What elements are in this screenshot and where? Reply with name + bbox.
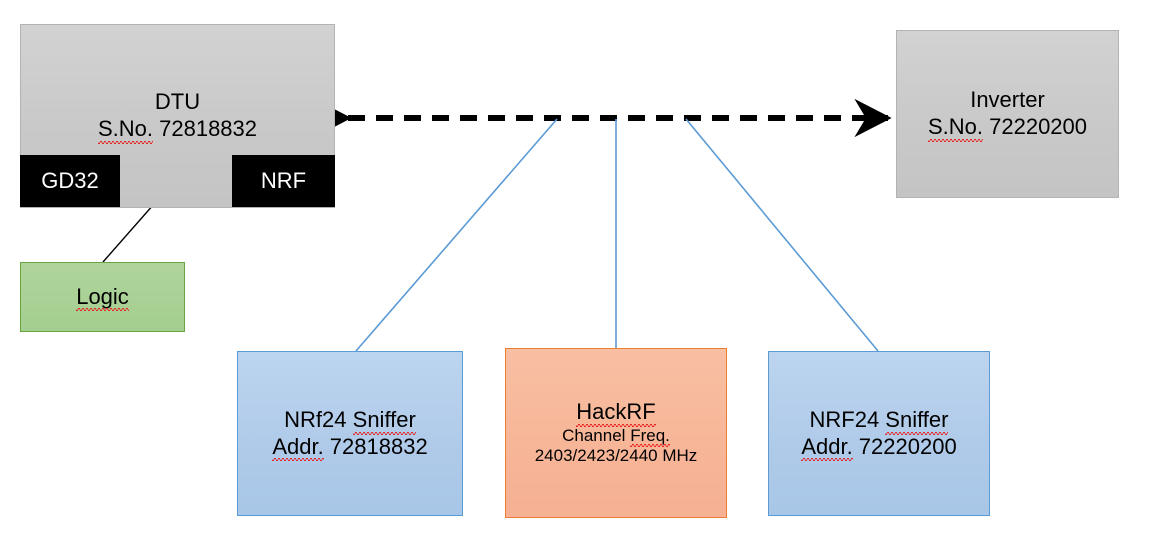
sniffer-left-title-prefix: NRf24 [284,406,353,432]
sniffer-left-title-suffix: Sniffer [352,406,417,435]
tap-left-wire [355,118,558,352]
logic-label: Logic [76,283,129,312]
inverter-serial-label: S.No. [927,114,984,142]
sniffer-left-addr-label: Addr. [272,433,325,462]
node-inverter[interactable]: Inverter S.No. 72220200 [896,30,1119,198]
sniffer-right-title: NRF24 Sniffer [809,406,949,435]
sniffer-left-addr-value: 72818832 [323,433,428,459]
node-nrf[interactable]: NRF [232,155,335,207]
sniffer-right-addr-label: Addr. [801,433,854,462]
sniffer-right-addr: Addr. 72220200 [801,433,957,462]
hackrf-channel-label: Channel Freq. [562,425,670,448]
inverter-serial-value: 72220200 [983,114,1088,139]
dtu-serial-label: S.No. [97,116,154,144]
hackrf-title: HackRF [576,398,657,427]
node-hackrf[interactable]: HackRF Channel Freq. 2403/2423/2440 MHz [505,348,727,518]
sniffer-right-title-suffix: Sniffer [885,406,949,435]
dtu-title: DTU [154,89,201,115]
sniffer-right-addr-value: 72220200 [852,433,957,459]
nrf-label: NRF [260,167,307,193]
inverter-serial: S.No. 72220200 [927,114,1088,142]
node-logic-analyzer[interactable]: Logic [20,262,185,332]
inverter-title: Inverter [970,87,1045,113]
dtu-serial-value: 72818832 [153,116,258,141]
hackrf-frequencies: 2403/2423/2440 MHz [534,446,698,466]
tap-right-wire [685,118,879,352]
hackrf-channel-prefix: Channel [562,425,631,445]
sniffer-left-addr: Addr. 72818832 [272,433,428,462]
node-sniffer-left[interactable]: NRf24 Sniffer Addr. 72818832 [237,351,463,516]
sniffer-right-title-prefix: NRF24 [809,406,886,432]
sniffer-left-title: NRf24 Sniffer [284,406,417,435]
node-gd32[interactable]: GD32 [20,155,120,207]
dtu-serial: S.No. 72818832 [97,116,258,144]
hackrf-channel-suffix: Freq. [630,425,670,448]
gd32-label: GD32 [41,167,99,193]
node-sniffer-right[interactable]: NRF24 Sniffer Addr. 72220200 [768,351,990,516]
